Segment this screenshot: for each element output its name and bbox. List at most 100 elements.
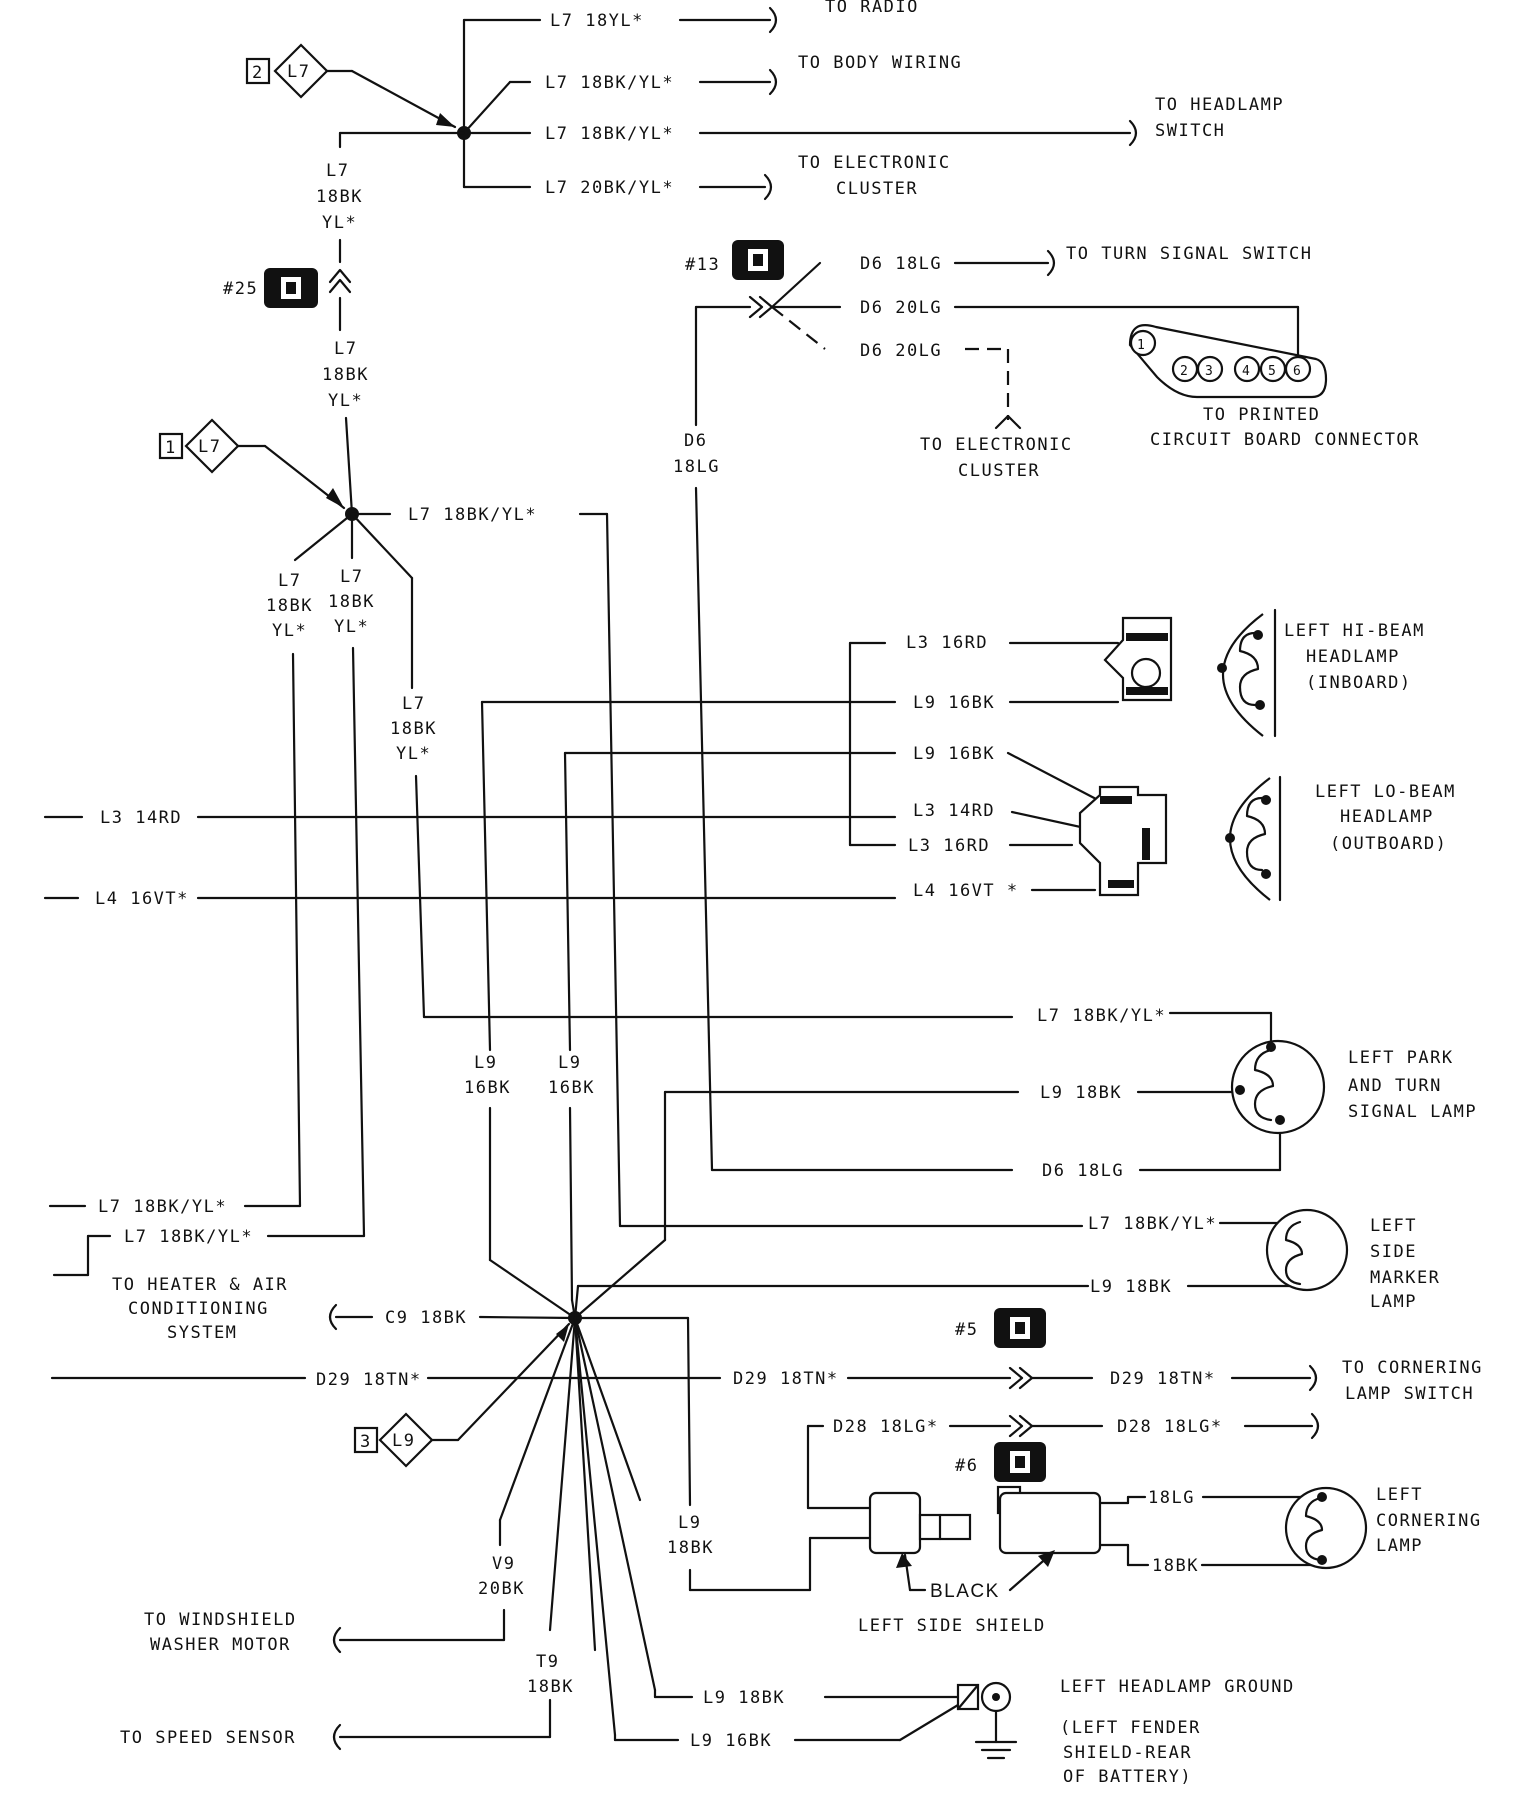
wire-label: D28 18LG* bbox=[1117, 1417, 1223, 1437]
connector-terminal-icon bbox=[763, 173, 773, 201]
ground-label: (LEFT FENDER bbox=[1060, 1718, 1201, 1738]
wire-label: 16BK bbox=[548, 1078, 595, 1098]
filament-icon bbox=[1304, 1496, 1324, 1562]
wire-label: L7 18BK/YL* bbox=[98, 1197, 227, 1217]
connector-id: #6 bbox=[955, 1456, 978, 1476]
wire-label: L7 18BK/YL* bbox=[408, 505, 537, 525]
wire-label: 18BK bbox=[328, 592, 375, 612]
wire-label: 18BK bbox=[266, 596, 313, 616]
wire-label: L7 18BK/YL* bbox=[545, 124, 674, 144]
destination-label: TO CORNERING bbox=[1342, 1358, 1483, 1378]
wire-label: YL* bbox=[272, 621, 307, 641]
lamp-label: HEADLAMP bbox=[1306, 647, 1400, 667]
destination-label: TO ELECTRONIC bbox=[920, 435, 1073, 455]
hi-beam-headlamp-group: L3 16RD L9 16BK LEFT HI-BEAM HEADLAMP (I… bbox=[480, 608, 1425, 1052]
destination-label: TO PRINTED bbox=[1203, 405, 1320, 425]
splice-number: 1 bbox=[165, 438, 177, 458]
destination-label: TO WINDSHIELD bbox=[144, 1610, 297, 1630]
destination-label: TO HEATER & AIR bbox=[112, 1275, 288, 1295]
wire-label: 18BK bbox=[1152, 1556, 1199, 1576]
lamp-label: (INBOARD) bbox=[1306, 673, 1412, 693]
wire-label: L9 16BK bbox=[913, 744, 995, 764]
left-feed-wires: L3 14RD L4 16VT* bbox=[43, 808, 897, 909]
connector-terminal-icon bbox=[994, 414, 1022, 430]
wire-label: L7 18YL* bbox=[550, 11, 644, 31]
destination-label: LAMP SWITCH bbox=[1345, 1384, 1474, 1404]
wire-label: L7 18BK/YL* bbox=[1088, 1214, 1217, 1234]
lamp-label: LEFT bbox=[1376, 1485, 1423, 1505]
destination-label: CLUSTER bbox=[958, 461, 1040, 481]
wire-label: L7 18BK/YL* bbox=[1037, 1006, 1166, 1026]
lamp-label: AND TURN bbox=[1348, 1076, 1442, 1096]
connector-terminal-icon bbox=[768, 6, 778, 34]
splice-code: L9 bbox=[392, 1431, 415, 1451]
filament-icon bbox=[1253, 1048, 1275, 1122]
shield-connector-right bbox=[998, 1491, 1102, 1555]
connector-terminal-icon bbox=[1046, 249, 1056, 277]
connector-pin-icon bbox=[328, 268, 352, 294]
connector-terminal-icon bbox=[332, 1626, 342, 1654]
wire-label: L9 18BK bbox=[1040, 1083, 1122, 1103]
splice-number-box bbox=[245, 57, 271, 85]
wire-label: L4 16VT * bbox=[913, 881, 1019, 901]
cornering-switch-group: #5 D29 18TN* D29 18TN* D29 18TN* TO CORN… bbox=[50, 1308, 1483, 1404]
cornering-lamp-group: D28 18LG* D28 18LG* #6 L9 18BK 18LG bbox=[667, 1412, 1480, 1636]
wire-label: 18BK bbox=[390, 719, 437, 739]
arrow-head-icon bbox=[436, 113, 455, 127]
wire-label: L3 16RD bbox=[906, 633, 988, 653]
lamp-label: LAMP bbox=[1370, 1292, 1417, 1312]
wire-label: L7 bbox=[402, 694, 425, 714]
component-label: LEFT SIDE SHIELD bbox=[858, 1616, 1046, 1636]
wire-label: L9 16BK bbox=[690, 1731, 772, 1751]
wire-label: 18LG bbox=[1148, 1488, 1195, 1508]
lo-beam-connector-shape bbox=[1078, 785, 1168, 897]
wire-label: YL* bbox=[322, 213, 357, 233]
lo-beam-headlamp-group: L9 16BK L3 14RD L3 16RD L4 16VT * LEFT L… bbox=[563, 744, 1454, 1052]
lamp-label: LAMP bbox=[1376, 1536, 1423, 1556]
pin-number: 6 bbox=[1293, 364, 1302, 379]
lamp-label: SIGNAL LAMP bbox=[1348, 1102, 1477, 1122]
wire-label: 20BK bbox=[478, 1579, 525, 1599]
wire-label: D6 20LG bbox=[860, 298, 942, 318]
arrow-head-icon bbox=[896, 1553, 912, 1568]
lamp-label: HEADLAMP bbox=[1340, 807, 1434, 827]
filament-icon bbox=[1284, 1220, 1304, 1286]
wire-label: D29 18TN* bbox=[733, 1369, 839, 1389]
lamp-label: LEFT HI-BEAM bbox=[1284, 621, 1425, 641]
connector-pin-icon bbox=[1008, 1414, 1034, 1438]
shield-connector-left bbox=[868, 1491, 922, 1555]
destination-label: TO ELECTRONIC bbox=[798, 153, 951, 173]
lamp-label: LEFT bbox=[1370, 1216, 1417, 1236]
wire-label: 18BK bbox=[667, 1538, 714, 1558]
connector-id: #25 bbox=[223, 279, 258, 299]
wire-label: T9 bbox=[536, 1652, 559, 1672]
wire-label: L9 bbox=[474, 1053, 497, 1073]
wire-label: 16BK bbox=[464, 1078, 511, 1098]
wire-label: L7 18BK/YL* bbox=[545, 73, 674, 93]
splice-number-box bbox=[158, 432, 184, 460]
connector-pin-icon bbox=[1008, 1366, 1034, 1390]
destination-label: TO HEADLAMP bbox=[1155, 95, 1284, 115]
filament-icon bbox=[1238, 631, 1260, 707]
wire-label: L3 14RD bbox=[913, 801, 995, 821]
wire-label: YL* bbox=[396, 744, 431, 764]
headlamp-ground-group: L9 18BK L9 16BK LEFT HEADLAMP GROUND (LE… bbox=[613, 1677, 1293, 1787]
destination-label: CONDITIONING bbox=[128, 1299, 269, 1319]
wire-label: YL* bbox=[334, 617, 369, 637]
pin-number: 2 bbox=[1180, 364, 1189, 379]
connector-id: #13 bbox=[685, 255, 720, 275]
pin-number: 5 bbox=[1268, 364, 1277, 379]
connector-terminal-icon bbox=[328, 1303, 338, 1331]
destination-label: SWITCH bbox=[1155, 121, 1225, 141]
lamp-label: (OUTBOARD) bbox=[1330, 834, 1447, 854]
arrow-head-icon bbox=[1038, 1550, 1055, 1567]
splice-code: L7 bbox=[198, 437, 221, 457]
destination-label: TO RADIO bbox=[825, 0, 919, 17]
lamp-label: LEFT PARK bbox=[1348, 1048, 1454, 1068]
connector-terminal-icon bbox=[1310, 1412, 1320, 1440]
connector-pin-icon bbox=[748, 295, 774, 319]
splice-number: 3 bbox=[360, 1432, 372, 1452]
wire-label: L7 bbox=[278, 571, 301, 591]
wire-label: 18LG bbox=[673, 457, 720, 477]
splice-code: L7 bbox=[287, 62, 310, 82]
